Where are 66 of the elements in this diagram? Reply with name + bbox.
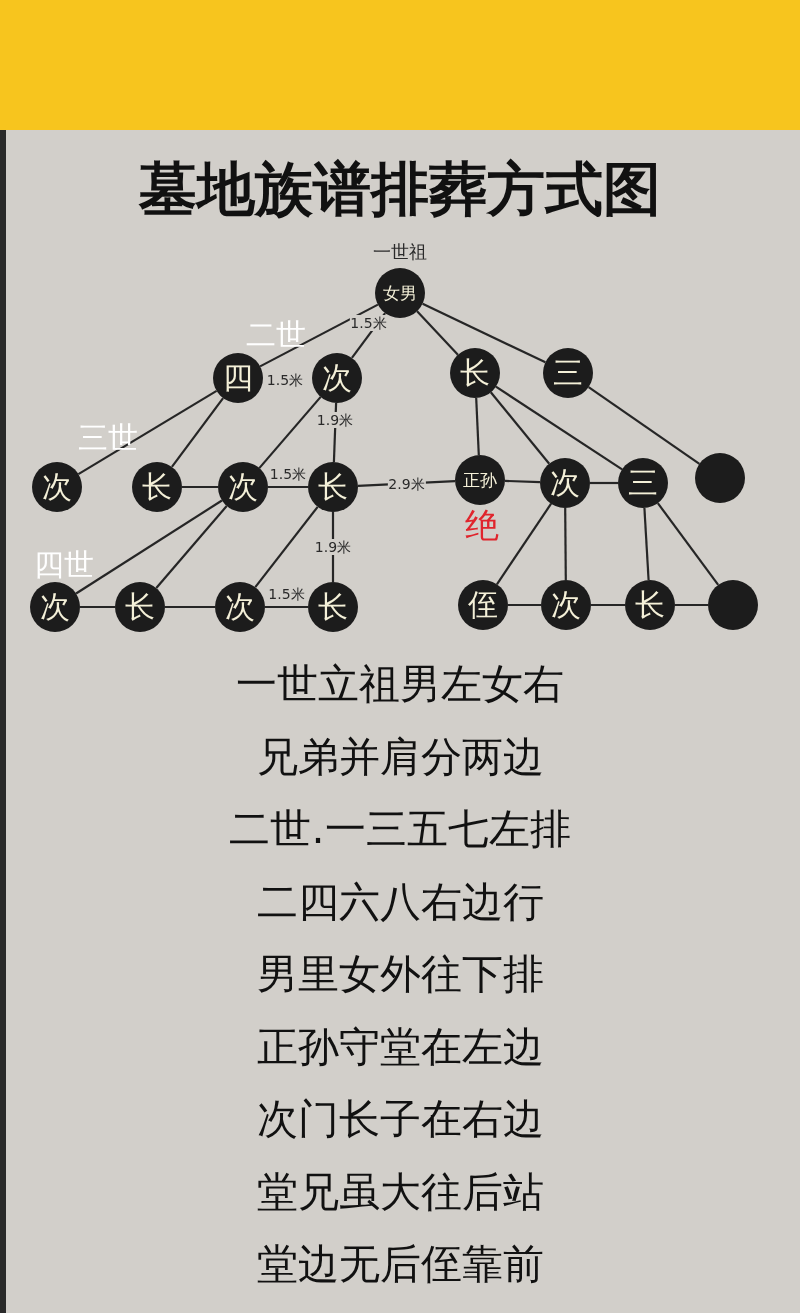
connector-line [643,507,650,581]
grave-circle [708,580,758,630]
connector-line [475,397,480,456]
connector-line [259,303,379,368]
verse-line: 男里女外往下排 [256,953,544,995]
verse-line: 堂边无后侄靠前 [256,1243,544,1285]
connector-line [422,302,546,364]
verse-line: 堂兄虽大往后站 [256,1171,544,1212]
grave-circle: 次 [32,462,82,512]
connector-line [489,391,551,465]
distance-label: 1.5米 [349,314,388,331]
connector-line [504,479,541,484]
grave-circle: 次 [312,353,362,403]
connector-line [656,502,720,586]
connector-line [587,386,701,465]
grave-circle: 长 [450,348,500,398]
distance-label: 1.5米 [267,586,306,602]
connector-line [495,385,623,471]
verse-line: 一世立祖男左女右 [236,663,564,705]
grave-circle: 次 [540,458,590,508]
node-caption: 绝 [465,508,499,542]
grave-circle: 长 [132,462,182,512]
verse-line: 兄弟并肩分两边 [256,736,544,777]
connector-line [254,506,319,588]
connector-line [675,603,708,607]
connector-line [165,605,215,609]
connector-line [182,485,218,489]
grave-circle: 正孙 [455,455,505,505]
connector-line [171,397,224,468]
grave-circle: 三 [543,348,593,398]
connector-line [155,505,228,589]
verse-line: 次门长子在右边 [256,1098,544,1140]
grave-circle: 三 [618,458,668,508]
grave-circle: 长 [625,580,675,630]
grave-circle: 次 [541,580,591,630]
grave-circle [695,453,745,503]
title: 墓地族谱排葬方式图 [137,160,662,218]
connector-line [258,396,322,469]
grave-circle: 四 [213,353,263,403]
connector-line [564,508,567,580]
verse-line: 二世.一三五七左排 [229,808,571,850]
connector-line [416,310,459,356]
connector-line [77,389,218,476]
grave-circle: 长 [308,582,358,632]
connector-line [591,603,625,607]
grave-circle: 次 [215,582,265,632]
verse-line: 二四六八右边行 [256,881,544,922]
grave-circle: 次 [218,462,268,512]
verse-line: 正孙守堂在左边 [256,1026,544,1067]
connector-line [590,481,618,485]
connector-line [496,503,552,585]
distance-label: 1.9米 [313,539,353,555]
connector-line [80,605,115,609]
grave-circle: 长 [115,582,165,632]
connector-line [265,605,308,609]
grave-circle: 长 [308,462,358,512]
connector-line [508,603,541,607]
distance-label: 2.9米 [387,475,426,492]
grave-circle: 次 [30,582,80,632]
grave-circle: 侄 [458,580,508,630]
node-caption: 一世祖 [373,243,427,261]
connector-line [268,485,308,489]
distance-label: 1.9米 [315,411,355,428]
connector-line [75,499,223,595]
distance-label: 1.5米 [268,466,308,482]
distance-label: 1.5米 [266,373,304,387]
